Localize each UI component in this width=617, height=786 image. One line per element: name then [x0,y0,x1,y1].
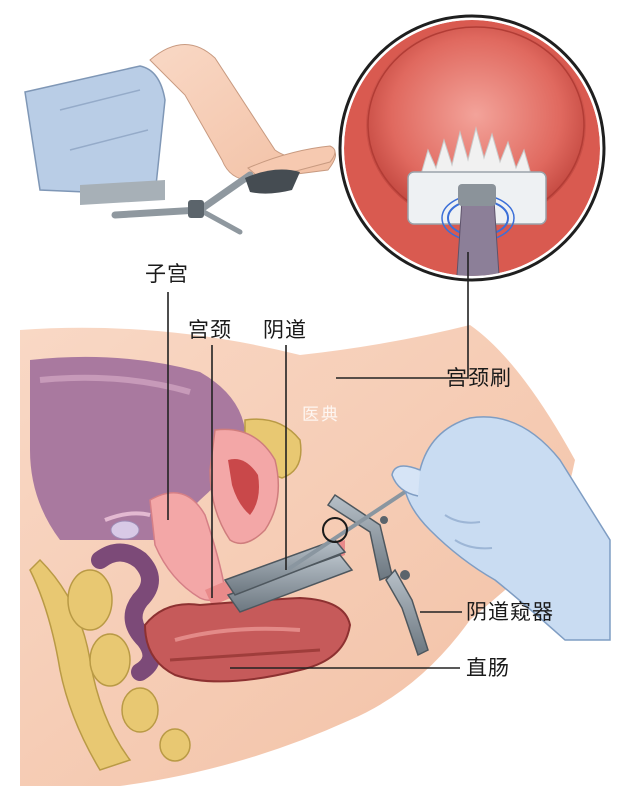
leader-lines [167,252,469,669]
label-rectum: 直肠 [466,656,510,680]
gloved-hand [391,416,611,641]
cervical-brush [288,480,422,570]
label-cervical-brush: 宫颈刷 [446,366,512,390]
label-vagina: 阴道 [263,318,307,342]
patient-position-inset [24,44,336,235]
label-uterus: 子宫 [145,262,189,286]
watermark-text: 医典 [302,405,340,425]
cervix-closeup-inset [338,14,606,282]
leader-brush [452,252,469,379]
label-speculum: 阴道窥器 [466,600,554,624]
label-cervix: 宫颈 [188,318,232,342]
